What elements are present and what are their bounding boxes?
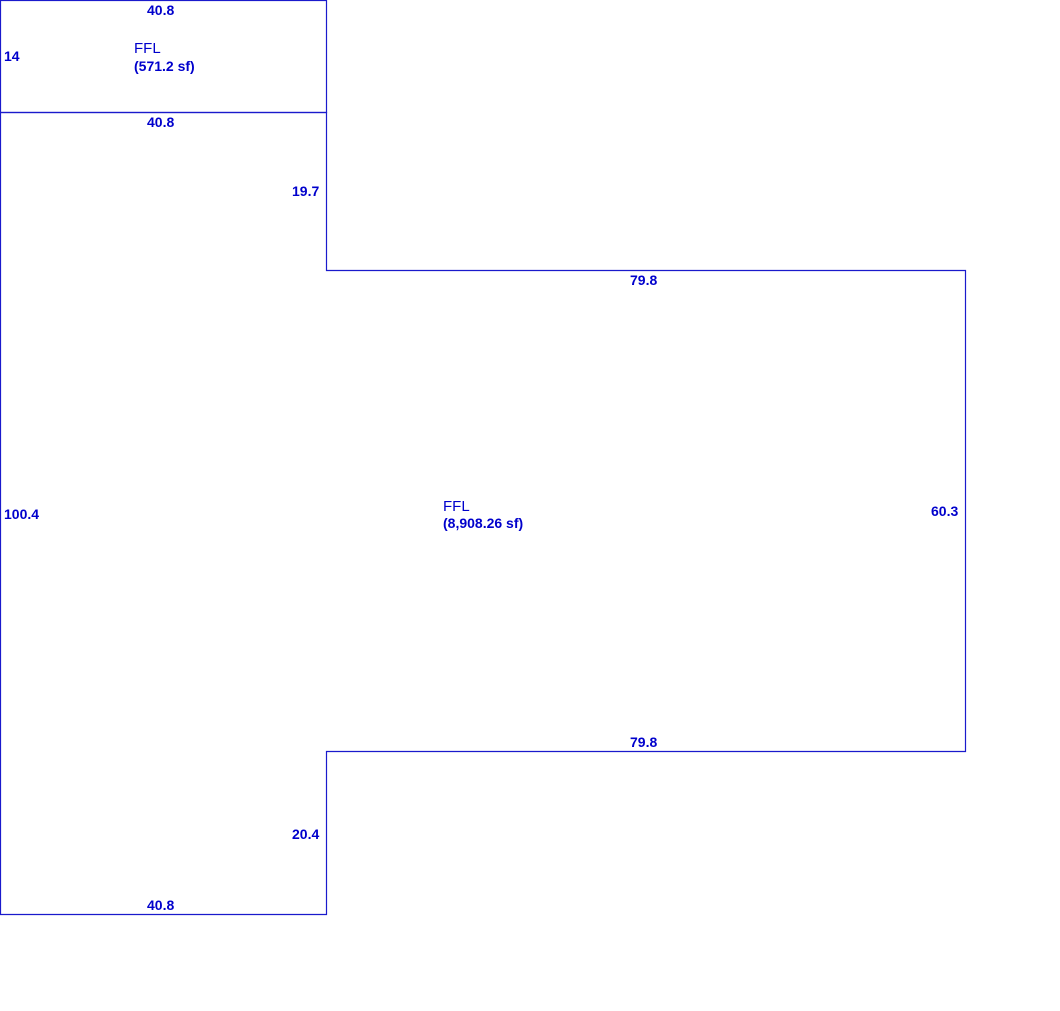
dim-main-left: 100.4: [4, 506, 39, 522]
area-size-main: (8,908.26 sf): [443, 515, 523, 531]
area-label-main: FFL: [443, 498, 470, 515]
dim-main-top-wing: 79.8: [630, 272, 657, 288]
dim-upper-left: 14: [4, 48, 20, 64]
area-label-upper: FFL: [134, 40, 161, 57]
dim-main-bottom-right-step: 20.4: [292, 826, 319, 842]
area-size-upper: (571.2 sf): [134, 58, 195, 74]
dim-main-top-right-step: 19.7: [292, 183, 319, 199]
dim-upper-top: 40.8: [147, 2, 174, 18]
dim-main-bottom-wing: 79.8: [630, 734, 657, 750]
dim-upper-bottom: 40.8: [147, 114, 174, 130]
main-floor-outline: [0, 111, 967, 916]
dim-main-bottom: 40.8: [147, 897, 174, 913]
dim-main-right: 60.3: [931, 503, 958, 519]
